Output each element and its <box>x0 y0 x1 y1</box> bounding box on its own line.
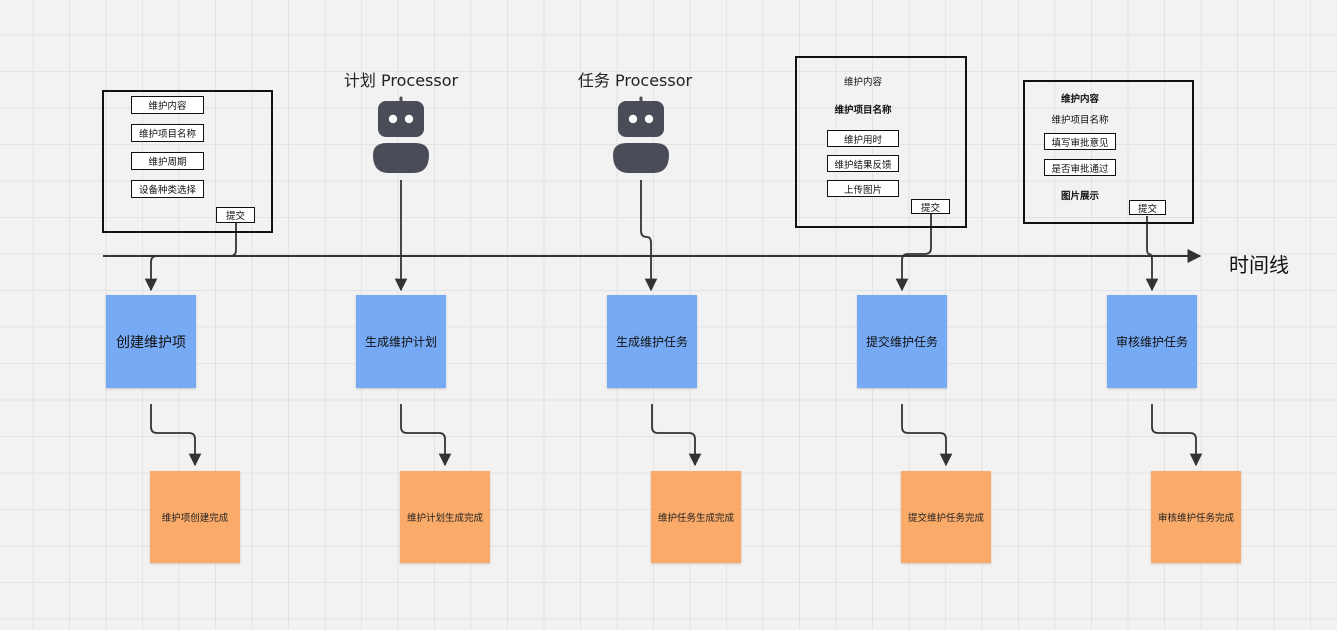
result-task-reviewed[interactable]: 审核维护任务完成 <box>1151 471 1241 563</box>
result-task-submitted[interactable]: 提交维护任务完成 <box>901 471 991 563</box>
review-task-form <box>1023 80 1194 224</box>
connector-step4-result4 <box>901 404 953 467</box>
result-task-generated[interactable]: 维护任务生成完成 <box>651 471 741 563</box>
step-review-task[interactable]: 审核维护任务 <box>1107 295 1197 388</box>
field-approval-passed[interactable]: 是否审批通过 <box>1044 159 1116 176</box>
step-create-item[interactable]: 创建维护项 <box>106 295 196 388</box>
form1-submit-button[interactable]: 提交 <box>216 207 255 223</box>
connector-step1-result1 <box>150 404 202 467</box>
upload-image-button[interactable]: 上传图片 <box>827 180 899 197</box>
connector-step5-result5 <box>1151 404 1203 467</box>
form3-title: 维护内容 <box>1060 94 1100 105</box>
connector-form2-step4 <box>895 214 932 292</box>
result-plan-generated[interactable]: 维护计划生成完成 <box>400 471 490 563</box>
field-maintenance-content[interactable]: 维护内容 <box>131 96 204 114</box>
result-item-created[interactable]: 维护项创建完成 <box>150 471 240 563</box>
field-result-feedback[interactable]: 维护结果反馈 <box>827 155 899 172</box>
connector-form1-step1 <box>144 222 237 292</box>
field-maintenance-cycle[interactable]: 维护周期 <box>131 152 204 170</box>
processor-label-task: 任务 Processor <box>577 71 693 90</box>
step-submit-task[interactable]: 提交维护任务 <box>857 295 947 388</box>
submit-task-form <box>795 56 967 228</box>
field-approval-opinion[interactable]: 填写审批意见 <box>1044 133 1116 150</box>
field-device-type-select[interactable]: 设备种类选择 <box>131 180 204 198</box>
step-generate-plan[interactable]: 生成维护计划 <box>356 295 446 388</box>
step-generate-task[interactable]: 生成维护任务 <box>607 295 697 388</box>
connector-step3-result3 <box>651 404 702 467</box>
image-display-caption: 图片展示 <box>1060 191 1100 202</box>
form3-subtitle: 维护项目名称 <box>1051 115 1109 126</box>
robot-icon <box>613 96 669 173</box>
field-maintenance-duration[interactable]: 维护用时 <box>827 130 899 147</box>
form3-submit-button[interactable]: 提交 <box>1129 200 1166 215</box>
processor-label-plan: 计划 Processor <box>343 71 459 90</box>
robot-icon <box>373 96 429 173</box>
create-item-form <box>102 90 273 233</box>
form2-subtitle: 维护项目名称 <box>834 105 892 116</box>
form2-submit-button[interactable]: 提交 <box>911 199 950 214</box>
connector-processor2-step3 <box>640 180 658 292</box>
connector-step2-result2 <box>400 404 452 467</box>
timeline-label: 时间线 <box>1229 253 1289 277</box>
form2-title: 维护内容 <box>843 77 883 88</box>
connector-form3-step5 <box>1145 216 1159 292</box>
field-item-name[interactable]: 维护项目名称 <box>131 124 204 142</box>
